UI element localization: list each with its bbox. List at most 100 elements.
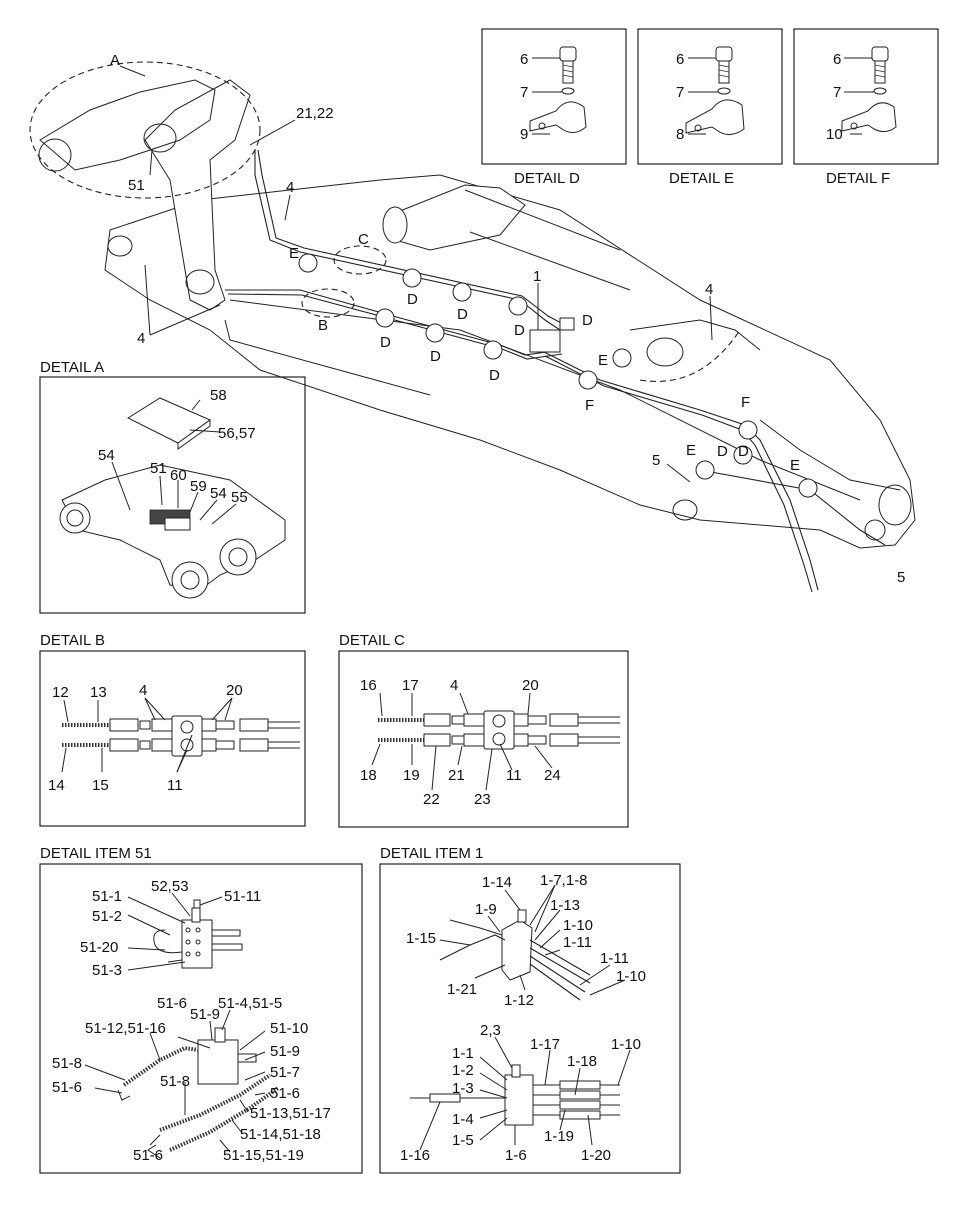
label-51-12-51-16: 51-12,51-16 bbox=[85, 1020, 166, 1037]
label-1-12: 1-12 bbox=[504, 992, 534, 1009]
callout-4: 4 bbox=[705, 281, 713, 298]
callout-a: A bbox=[110, 52, 120, 69]
label-1-16: 1-16 bbox=[400, 1147, 430, 1164]
detail-f-title: DETAIL F bbox=[826, 170, 890, 187]
label-4: 4 bbox=[450, 677, 458, 694]
label-1-7-1-8: 1-7,1-8 bbox=[540, 872, 588, 889]
detail-a-panel: DETAIL A 58 56,57 54 51 60 59 54 55 bbox=[39, 359, 306, 614]
label-16: 16 bbox=[360, 677, 377, 694]
label-1-10: 1-10 bbox=[611, 1036, 641, 1053]
label-51-2: 51-2 bbox=[92, 908, 122, 925]
label-23: 23 bbox=[474, 791, 491, 808]
boom-assembly-illustration bbox=[29, 61, 916, 593]
label-1-19: 1-19 bbox=[544, 1128, 574, 1145]
label-51-7: 51-7 bbox=[270, 1064, 300, 1081]
label-6: 6 bbox=[676, 51, 684, 68]
callout-d: D bbox=[738, 443, 749, 460]
label-6: 6 bbox=[520, 51, 528, 68]
label-1-11: 1-11 bbox=[600, 950, 629, 967]
label-19: 19 bbox=[403, 767, 420, 784]
label-51-3: 51-3 bbox=[92, 962, 122, 979]
callout-d: D bbox=[457, 306, 468, 323]
callout-e: E bbox=[598, 352, 608, 369]
label-1-10: 1-10 bbox=[616, 968, 646, 985]
callout-21-22: 21,22 bbox=[296, 105, 334, 122]
label-56-57: 56,57 bbox=[218, 425, 256, 442]
label-51-6: 51-6 bbox=[270, 1085, 300, 1102]
callout-d: D bbox=[582, 312, 593, 329]
label-51-1: 51-1 bbox=[92, 888, 122, 905]
label-1-1: 1-1 bbox=[452, 1045, 474, 1062]
label-18: 18 bbox=[360, 767, 377, 784]
callout-d: D bbox=[430, 348, 441, 365]
detail-b-title: DETAIL B bbox=[40, 632, 105, 649]
main-callouts: A 21,22 51 4 C E 4 1 D D B D D D D 4 D D… bbox=[110, 52, 905, 586]
callout-51: 51 bbox=[128, 177, 145, 194]
detail-a-title: DETAIL A bbox=[40, 359, 104, 376]
label-8: 8 bbox=[676, 126, 684, 143]
label-51-11: 51-11 bbox=[224, 888, 261, 905]
detail-e-panel: 6 7 8 DETAIL E bbox=[637, 28, 783, 187]
label-11: 11 bbox=[506, 767, 522, 784]
callout-5: 5 bbox=[897, 569, 905, 586]
detail-d-panel: 6 7 9 DETAIL D bbox=[481, 28, 627, 187]
callout-d: D bbox=[514, 322, 525, 339]
callout-d: D bbox=[407, 291, 418, 308]
label-1-9: 1-9 bbox=[475, 901, 497, 918]
label-6: 6 bbox=[833, 51, 841, 68]
callout-b: B bbox=[318, 317, 328, 334]
callout-4: 4 bbox=[286, 179, 294, 196]
label-1-14: 1-14 bbox=[482, 874, 512, 891]
callout-4: 4 bbox=[137, 330, 145, 347]
label-24: 24 bbox=[544, 767, 561, 784]
label-1-20: 1-20 bbox=[581, 1147, 611, 1164]
label-51-9: 51-9 bbox=[190, 1006, 220, 1023]
detail-c-panel: DETAIL C 16 17 4 20 18 bbox=[338, 632, 629, 828]
callout-1: 1 bbox=[533, 268, 541, 285]
label-1-13: 1-13 bbox=[550, 897, 580, 914]
label-17: 17 bbox=[402, 677, 419, 694]
label-1-15: 1-15 bbox=[406, 930, 436, 947]
label-51-8: 51-8 bbox=[52, 1055, 82, 1072]
label-2-3: 2,3 bbox=[480, 1022, 501, 1039]
label-51-13-51-17: 51-13,51-17 bbox=[250, 1105, 331, 1122]
detail-d-title: DETAIL D bbox=[514, 170, 580, 187]
label-58: 58 bbox=[210, 387, 227, 404]
clamp-markers bbox=[298, 253, 818, 498]
detail-item-51-panel: DETAIL ITEM 51 bbox=[39, 845, 363, 1174]
label-54: 54 bbox=[210, 485, 227, 502]
detail-f-panel: 6 7 10 DETAIL F bbox=[793, 28, 939, 187]
label-52-53: 52,53 bbox=[151, 878, 189, 895]
callout-d: D bbox=[717, 443, 728, 460]
callout-f: F bbox=[741, 394, 750, 411]
label-22: 22 bbox=[423, 791, 440, 808]
label-4: 4 bbox=[139, 682, 147, 699]
label-51-9: 51-9 bbox=[270, 1043, 300, 1060]
label-1-6: 1-6 bbox=[505, 1147, 527, 1164]
label-1-18: 1-18 bbox=[567, 1053, 597, 1070]
label-20: 20 bbox=[226, 682, 243, 699]
label-54: 54 bbox=[98, 447, 115, 464]
label-21: 21 bbox=[448, 767, 465, 784]
label-7: 7 bbox=[676, 84, 684, 101]
label-20: 20 bbox=[522, 677, 539, 694]
label-59: 59 bbox=[190, 478, 207, 495]
callout-e: E bbox=[790, 457, 800, 474]
label-1-4: 1-4 bbox=[452, 1111, 474, 1128]
label-55: 55 bbox=[231, 489, 248, 506]
label-11: 11 bbox=[167, 777, 183, 794]
label-12: 12 bbox=[52, 684, 69, 701]
label-15: 15 bbox=[92, 777, 109, 794]
label-51-6: 51-6 bbox=[133, 1147, 163, 1164]
label-1-10: 1-10 bbox=[563, 917, 593, 934]
detail-c-title: DETAIL C bbox=[339, 632, 405, 649]
label-51-4-51-5: 51-4,51-5 bbox=[218, 995, 282, 1012]
label-14: 14 bbox=[48, 777, 65, 794]
label-7: 7 bbox=[520, 84, 528, 101]
detail-item-1-title: DETAIL ITEM 1 bbox=[380, 845, 483, 862]
callout-f: F bbox=[585, 397, 594, 414]
callout-d: D bbox=[489, 367, 500, 384]
label-51-20: 51-20 bbox=[80, 939, 118, 956]
label-13: 13 bbox=[90, 684, 107, 701]
